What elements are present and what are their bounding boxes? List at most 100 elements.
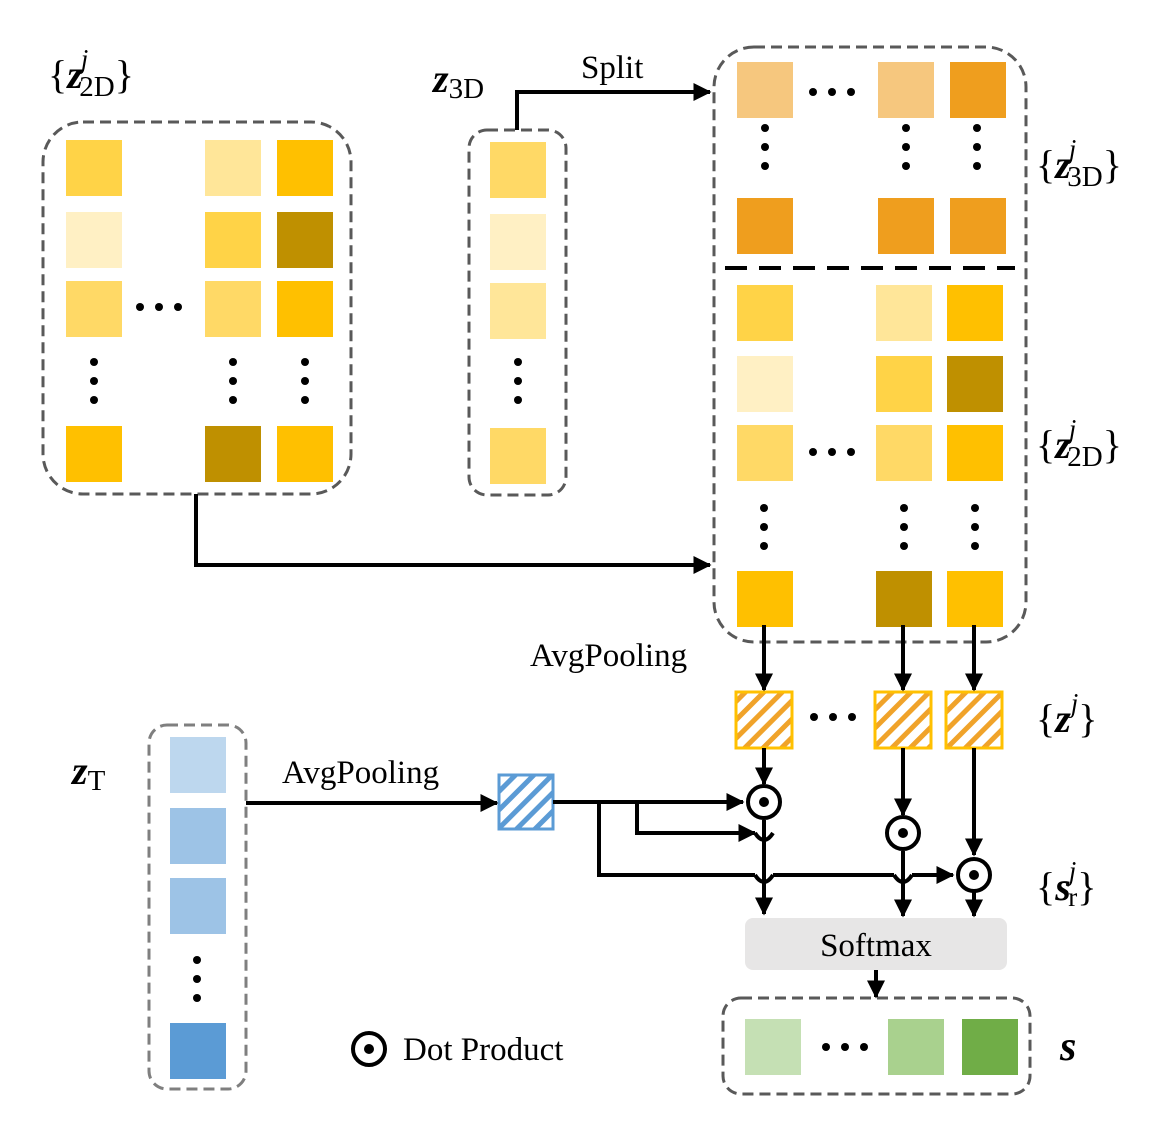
ellipsis-dot [809, 448, 817, 456]
ellipsis-dot [174, 303, 182, 311]
z2d-right-cell [876, 425, 932, 481]
z3d-split-cell [950, 198, 1006, 254]
ellipsis-dot [810, 713, 818, 721]
ellipsis-dot [761, 162, 769, 170]
zt-container [147, 723, 248, 1091]
z2d-left-cell [277, 212, 333, 268]
zt-cell [170, 878, 226, 934]
ellipsis-dot [155, 303, 163, 311]
zt-dot-arrow-3 [597, 802, 755, 877]
ellipsis-dot [847, 448, 855, 456]
ellipsis-dot [971, 523, 979, 531]
ellipsis-dot [902, 162, 910, 170]
z2d-right-cell [737, 285, 793, 341]
z2d-right-cell [737, 571, 793, 627]
z2d-left-cell [66, 140, 122, 196]
connectors [194, 83, 983, 999]
zt-cell [170, 737, 226, 793]
pooled-zj-cell-2 [873, 690, 933, 750]
ellipsis-dot [822, 1043, 830, 1051]
z3d-cell [490, 214, 546, 270]
ellipsis-dot [760, 523, 768, 531]
ellipsis-dot [828, 448, 836, 456]
ellipsis-dot [973, 124, 981, 132]
legend-dot-product-icon [351, 1031, 387, 1067]
z2d-merge-arrow [194, 494, 712, 574]
ellipsis-dot [229, 396, 237, 404]
ellipsis-dot [136, 303, 144, 311]
z3d-split-cell [737, 62, 793, 118]
zt-dot-arrow-2 [635, 802, 757, 842]
z2d-left-cell [66, 426, 122, 482]
z2d-left-cells [66, 140, 333, 482]
ellipsis-dot [514, 396, 522, 404]
ellipsis-dot [900, 542, 908, 550]
s-container [721, 996, 1032, 1096]
z3d-split-cell [737, 198, 793, 254]
z2d-left-cell [277, 281, 333, 337]
ellipsis-dot [90, 396, 98, 404]
ellipsis-dot [229, 358, 237, 366]
zj-set-label: {zj} [1036, 688, 1098, 741]
z3d-container [467, 128, 568, 497]
s-cell [962, 1019, 1018, 1075]
z2d-left-cell [66, 281, 122, 337]
ellipsis-dot [760, 504, 768, 512]
zt-label: zT [70, 748, 106, 797]
z2d-left-cell [277, 140, 333, 196]
dot-product-node-2 [885, 815, 921, 851]
ellipsis-dot [514, 377, 522, 385]
ellipsis-dot [193, 956, 201, 964]
merged-container [712, 45, 1028, 644]
s-cell [745, 1019, 801, 1075]
ellipsis-dot [973, 143, 981, 151]
ellipsis-dot [90, 377, 98, 385]
ellipsis-dot [829, 713, 837, 721]
s-cell [888, 1019, 944, 1075]
z3d-cell [490, 283, 546, 339]
ellipsis-dot [971, 504, 979, 512]
z3d-split-cells [737, 62, 1006, 254]
z2d-right-cell [737, 356, 793, 412]
ellipsis-dot [902, 143, 910, 151]
softmax-label: Softmax [820, 928, 932, 964]
z2d-left-cell [66, 212, 122, 268]
dot-product-node-1 [746, 784, 782, 820]
z3d-split-cell [878, 198, 934, 254]
z2d-left-cell [205, 212, 261, 268]
z2d-right-cells [737, 285, 1003, 627]
ellipsis-dot [514, 358, 522, 366]
avgpooling-text-label: AvgPooling [282, 755, 439, 791]
z2d-left-cell [205, 426, 261, 482]
z3d-split-cell [950, 62, 1006, 118]
ellipsis-dots [90, 88, 981, 1051]
ellipsis-dot [301, 396, 309, 404]
ellipsis-dot [193, 994, 201, 1002]
ellipsis-dot [761, 124, 769, 132]
zt-cells [170, 737, 226, 1079]
z3d-label: z3D [431, 56, 484, 105]
z2d-right-cell [876, 571, 932, 627]
ellipsis-dot [301, 358, 309, 366]
ellipsis-dot [971, 542, 979, 550]
ellipsis-dot [841, 1043, 849, 1051]
z2d-left-cell [277, 426, 333, 482]
softmax-box [745, 918, 1007, 970]
ellipsis-dot [193, 975, 201, 983]
s-cells [745, 1019, 1018, 1075]
ellipsis-dot [229, 377, 237, 385]
ellipsis-dot [760, 542, 768, 550]
z2d-right-cell [947, 425, 1003, 481]
z2d-right-cell [737, 425, 793, 481]
zt-cell [170, 1023, 226, 1079]
ellipsis-dot [860, 1043, 868, 1051]
z2d-right-cell [947, 285, 1003, 341]
ellipsis-dot [900, 523, 908, 531]
ellipsis-dot [900, 504, 908, 512]
